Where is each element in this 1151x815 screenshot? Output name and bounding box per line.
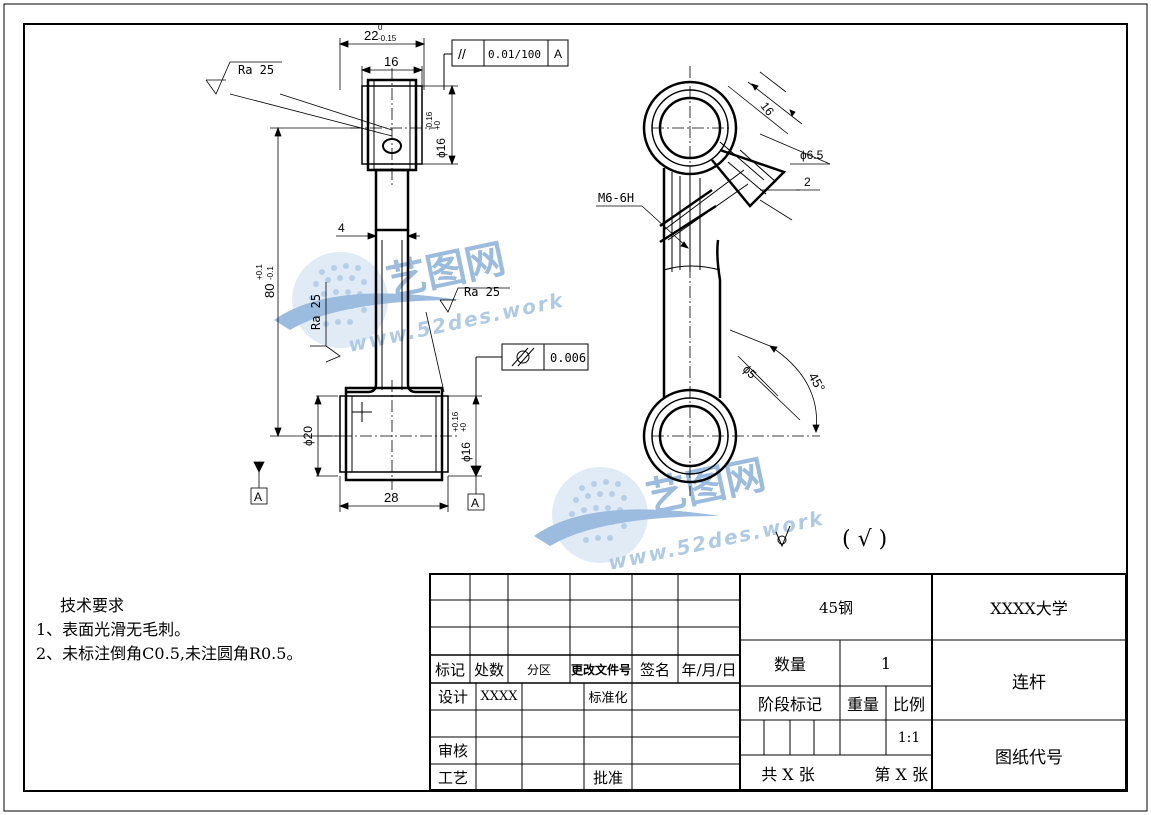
tb-weight-label: 重量 bbox=[846, 695, 879, 714]
parallelism-frame bbox=[443, 39, 569, 90]
dim-foot-bore-lower: +0 bbox=[459, 422, 468, 432]
dim-center-distance: 80 bbox=[262, 284, 277, 298]
tb-count-label: 处数 bbox=[473, 660, 504, 679]
tb-zone-label: 分区 bbox=[526, 662, 551, 677]
cylindricity-value: 0.006 bbox=[550, 351, 586, 365]
dim-center-lower: -0.1 bbox=[266, 266, 275, 280]
roughness-symbol-mid bbox=[425, 287, 510, 393]
tb-material: 45钢 bbox=[818, 598, 854, 617]
tb-process-label: 工艺 bbox=[437, 768, 468, 787]
dim-top-width-lower: -0.15 bbox=[378, 34, 397, 43]
parallelism-symbol: // bbox=[458, 46, 466, 62]
side-view-dimensions bbox=[596, 71, 831, 434]
roughness-left-label: Ra 25 bbox=[309, 294, 323, 330]
side-dim-5: ɸ5 bbox=[740, 362, 760, 382]
tb-scale-label: 比例 bbox=[892, 695, 925, 714]
watermark-bottom: 艺图网 www.52des.work bbox=[534, 452, 827, 575]
roughness-symbol-left bbox=[310, 282, 341, 363]
roughness-mid-label: Ra 25 bbox=[464, 285, 500, 299]
technical-requirements: 技术要求 1、表面光滑无毛刺。 2、未标注倒角C0.5,未注圆角R0.5。 bbox=[36, 594, 302, 666]
datum-right-label: A bbox=[471, 496, 479, 510]
datum-right bbox=[467, 465, 485, 511]
roughness-symbol-top bbox=[205, 61, 393, 137]
side-thread: M6-6H bbox=[598, 191, 634, 205]
tech-item-1: 1、表面光滑无毛刺。 bbox=[36, 620, 191, 639]
tb-review-label: 审核 bbox=[437, 742, 468, 760]
connecting-rod-shank bbox=[346, 230, 440, 394]
big-end-flange bbox=[339, 395, 449, 473]
front-view bbox=[320, 68, 460, 490]
tech-item-2: 2、未标注倒角C0.5,未注圆角R0.5。 bbox=[36, 644, 303, 663]
dim-foot-bore-upper: +0.16 bbox=[451, 411, 460, 432]
dim-head-bore-lower: +0 bbox=[433, 120, 442, 130]
cylindricity-frame bbox=[475, 343, 589, 396]
dim-head-bore: ɸ16 bbox=[434, 138, 448, 158]
side-dim-2: 2 bbox=[804, 175, 811, 189]
datum-left-label: A bbox=[254, 490, 262, 504]
tb-part-name: 连杆 bbox=[1012, 672, 1046, 693]
dim-head-width: 16 bbox=[384, 54, 398, 69]
tb-signature-label: 签名 bbox=[639, 660, 670, 679]
sheet-outer-border bbox=[3, 3, 1148, 812]
dim-foot-bore: ɸ16 bbox=[459, 442, 473, 462]
tb-mark-label: 标记 bbox=[434, 660, 465, 679]
parallelism-value: 0.01/100 bbox=[488, 48, 541, 61]
dim-top-width: 22 bbox=[364, 28, 378, 43]
dim-web-thickness: 4 bbox=[338, 221, 345, 235]
tb-scale: 1:1 bbox=[897, 729, 921, 746]
tb-sheets-total: 共 X 张 bbox=[761, 764, 815, 784]
tb-approve-label: 批准 bbox=[592, 768, 623, 787]
dim-top-width-upper: 0 bbox=[378, 23, 383, 32]
title-block-grid bbox=[429, 573, 1127, 791]
tb-date-label: 年/月/日 bbox=[681, 660, 737, 679]
tb-sheet-no: 第 X 张 bbox=[874, 764, 928, 784]
general-roughness-symbol bbox=[775, 525, 791, 548]
side-dim-hole: ɸ6.5 bbox=[800, 148, 824, 162]
dim-center-upper: +0.1 bbox=[255, 264, 264, 280]
dim-foot-dia: ɸ20 bbox=[301, 426, 315, 446]
datum-left bbox=[250, 461, 268, 505]
side-angle: 45° bbox=[805, 370, 828, 395]
roughness-top-label: Ra 25 bbox=[238, 63, 274, 77]
tb-quantity: 1 bbox=[880, 653, 892, 673]
tb-designer: XXXX bbox=[480, 689, 518, 704]
tb-change-doc-label: 更改文件号 bbox=[570, 662, 631, 677]
tech-title: 技术要求 bbox=[60, 596, 125, 615]
big-end-body bbox=[344, 386, 444, 482]
general-roughness-label: ( √ ) bbox=[842, 527, 887, 552]
side-view bbox=[642, 66, 820, 496]
parallelism-datum: A bbox=[554, 47, 562, 61]
dim-foot-width: 28 bbox=[384, 490, 398, 505]
tb-stage-label: 阶段标记 bbox=[757, 695, 822, 714]
tb-school: XXXX大学 bbox=[990, 599, 1068, 618]
tb-quantity-label: 数量 bbox=[773, 655, 806, 674]
dim-head-bore-upper: -0.16 bbox=[425, 111, 434, 130]
tb-standardize-label: 标准化 bbox=[588, 691, 628, 706]
oil-boss bbox=[711, 148, 787, 208]
tb-drawing-no-label: 图纸代号 bbox=[995, 747, 1063, 768]
tb-design-label: 设计 bbox=[437, 688, 468, 706]
